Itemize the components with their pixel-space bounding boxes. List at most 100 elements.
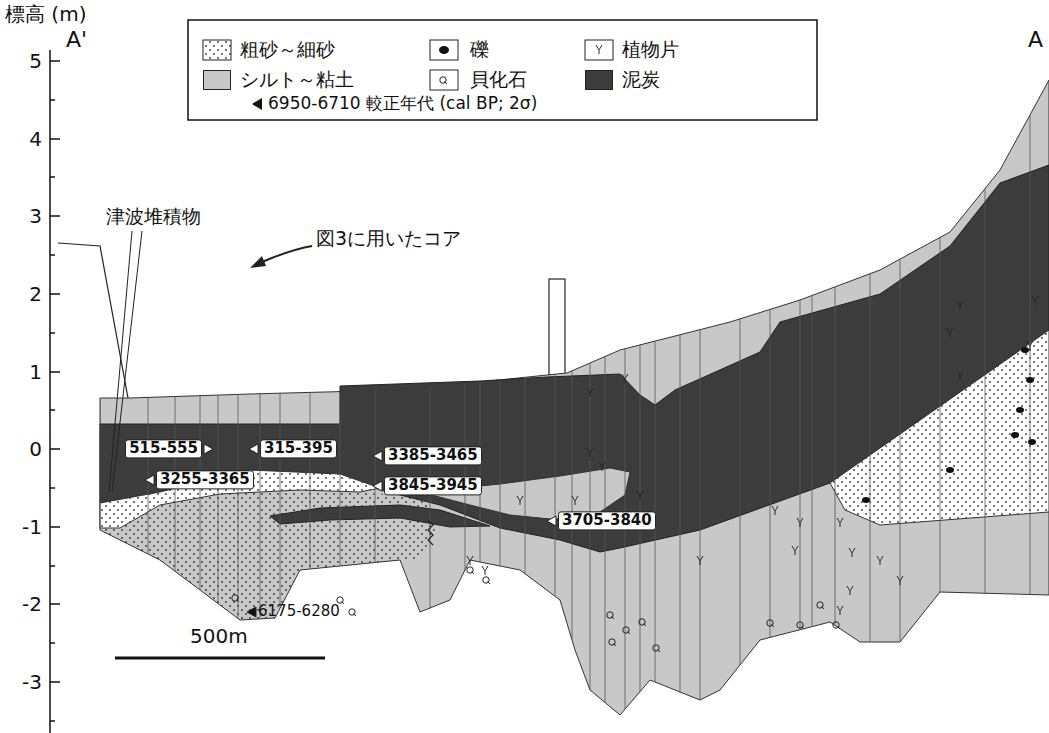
core-line <box>625 60 626 733</box>
core-line <box>430 60 431 733</box>
legend-shell <box>430 70 458 90</box>
legend-swatch <box>585 70 613 90</box>
fossil-symbol <box>877 556 883 565</box>
core-line <box>310 60 311 733</box>
fossil-symbol <box>607 612 614 619</box>
fossil-symbol <box>622 374 628 383</box>
core-line <box>260 60 261 733</box>
core-line <box>605 60 606 733</box>
fossil-symbol <box>653 645 660 652</box>
legend-date-marker <box>252 98 262 110</box>
fossil-symbol <box>623 627 630 634</box>
core-line <box>700 60 701 733</box>
legend-box <box>188 20 817 120</box>
legend-text: 泥炭 <box>622 69 660 91</box>
fossil-symbol <box>849 548 855 557</box>
fossil-symbol <box>637 491 643 500</box>
fossil-symbol <box>947 328 953 337</box>
wavy-line <box>428 520 433 545</box>
scale-bar <box>115 657 325 660</box>
core-line <box>100 60 101 733</box>
fossil-symbol <box>599 462 605 471</box>
fossil-symbol <box>957 371 963 380</box>
fossil-symbol <box>639 619 646 626</box>
scale-label: 500m <box>190 625 248 648</box>
legend-plant-symbol <box>596 45 602 54</box>
tick-label: -3 <box>22 671 42 694</box>
core-line <box>940 60 941 733</box>
legend-gravel <box>430 40 458 60</box>
fossil-symbol <box>467 556 473 565</box>
fossil-symbol <box>833 622 840 629</box>
axis-title: 標高 (m) <box>5 3 86 26</box>
core-line <box>525 60 526 733</box>
peat-lens <box>270 505 490 527</box>
legend-text: 貝化石 <box>470 69 527 91</box>
tsunami-deposit <box>100 470 380 528</box>
core-line <box>148 60 149 733</box>
core-line <box>680 60 681 733</box>
fossil-symbol <box>697 556 703 565</box>
legend-plant <box>585 40 613 60</box>
fossil-symbol <box>587 388 593 397</box>
fossil-symbol <box>483 577 490 584</box>
core-line <box>870 60 871 733</box>
date-label: 3845-3945 <box>384 476 482 495</box>
core-line <box>985 60 986 733</box>
fossil-symbol <box>837 518 843 527</box>
fossil-symbol <box>817 602 824 609</box>
fossil-symbol <box>349 609 356 616</box>
callout: 津波堆積物 <box>106 206 201 228</box>
legend-shell-symbol <box>440 77 447 84</box>
fossil-symbol <box>1027 341 1033 350</box>
silt-clay <box>100 80 1049 715</box>
date-markers <box>145 444 556 617</box>
core-line <box>812 60 813 733</box>
core-line <box>500 60 501 733</box>
legend-swatch <box>203 70 231 90</box>
section-end: A <box>1028 27 1043 52</box>
core-line <box>770 60 771 733</box>
fossil-symbol <box>517 496 523 505</box>
ground-line <box>58 243 128 398</box>
tick-label: 3 <box>29 205 42 228</box>
legend-text: 6950-6710 較正年代 (cal BP; 2σ) <box>268 94 537 114</box>
tick-label: -1 <box>22 516 42 539</box>
sand-wedge <box>830 330 1049 525</box>
tick-label: 0 <box>29 438 42 461</box>
date-label: 3255-3365 <box>156 470 254 489</box>
fossil-symbol <box>232 595 239 602</box>
core-line <box>835 60 836 733</box>
core-line <box>175 60 176 733</box>
fossil-symbol <box>767 620 774 627</box>
fossil-symbol <box>572 496 578 505</box>
sand-dots <box>830 330 1049 525</box>
legend-sand <box>203 40 231 60</box>
fossil-symbol <box>847 586 853 595</box>
structure <box>549 279 565 375</box>
date-label: 3705-3840 <box>558 511 656 530</box>
fossil-symbols <box>232 296 1038 652</box>
fossil-symbol <box>467 567 474 574</box>
fossil-symbol <box>482 566 488 575</box>
tick-label: 1 <box>29 361 42 384</box>
leader-arrow <box>262 246 312 262</box>
legend-text: 植物片 <box>622 39 679 61</box>
core-line <box>480 60 481 733</box>
tick-label: 5 <box>29 50 42 73</box>
core-line <box>572 60 573 733</box>
core-line <box>375 60 376 733</box>
fossil-symbol <box>587 448 593 457</box>
date-label: 3385-3465 <box>384 446 482 465</box>
core-line <box>740 60 741 733</box>
fossil-symbol <box>609 639 616 646</box>
legend-text: 礫 <box>470 39 489 61</box>
core-line <box>900 60 901 733</box>
fossil-symbol <box>1032 296 1038 305</box>
arrow-head <box>250 256 266 268</box>
fossil-symbol <box>957 301 963 310</box>
date-label: 515-555 <box>125 439 202 458</box>
core-line <box>465 60 466 733</box>
gravel <box>862 347 1036 503</box>
tsunami-dots <box>100 470 380 528</box>
